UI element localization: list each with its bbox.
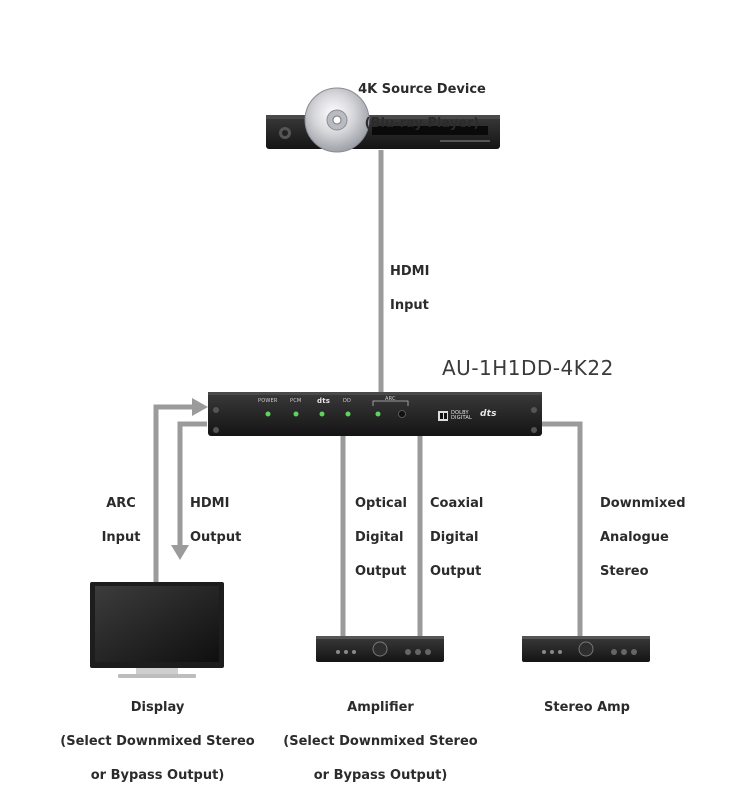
pcm-led — [293, 411, 299, 417]
hdmi-input-label: HDMI Input — [390, 246, 429, 331]
hdmi-output-label: HDMI Output — [190, 478, 241, 563]
dts-logo: dts — [480, 409, 497, 419]
cables — [153, 150, 583, 638]
disc-icon — [304, 87, 370, 153]
stereo-amp-device — [522, 636, 650, 662]
hdmi-output-line2: Output — [190, 530, 242, 545]
arc-input-label: ARC Input — [96, 478, 146, 563]
converter-device — [208, 392, 542, 436]
display-line2: (Select Downmixed Stereo — [60, 734, 255, 749]
arc-input-line2: Input — [101, 530, 141, 545]
optical-output-label: Optical Digital Output — [355, 478, 407, 597]
hdmi-input-line1: HDMI — [390, 264, 430, 279]
power-led — [265, 411, 271, 417]
stereo-amp-label: Stereo Amp — [530, 682, 644, 733]
coaxial-line3: Output — [430, 564, 482, 579]
analogue-cable — [542, 421, 583, 638]
source-device-label: 4K Source Device (Blu-ray Player) — [352, 64, 492, 149]
display-label: Display (Select Downmixed Stereo or Bypa… — [55, 682, 260, 801]
downmixed-line3: Stereo — [600, 564, 649, 579]
dts-led — [319, 411, 325, 417]
downmixed-stereo-label: Downmixed Analogue Stereo — [600, 478, 686, 597]
amplifier-line3: or Bypass Output) — [313, 768, 448, 783]
arc-input-line1: ARC — [106, 496, 136, 511]
optical-line1: Optical — [355, 496, 407, 511]
arc-input-cable — [153, 404, 192, 582]
display-line1: Display — [130, 700, 185, 715]
dolby-panel-label: DD — [343, 398, 352, 404]
source-subtitle: (Blu-ray Player) — [364, 116, 480, 131]
amplifier-label: Amplifier (Select Downmixed Stereo or By… — [278, 682, 483, 801]
dolby-digital-logo: DOLBY DIGITAL — [451, 410, 472, 421]
hdmi-arrow-head — [171, 545, 189, 560]
amplifier-device — [316, 636, 444, 662]
coaxial-line2: Digital — [430, 530, 479, 545]
hdmi-output-cable — [177, 421, 207, 546]
hdmi-output-line1: HDMI — [190, 496, 230, 511]
display-tv — [90, 582, 224, 678]
downmixed-line2: Analogue — [600, 530, 669, 545]
optical-line2: Digital — [355, 530, 404, 545]
dts-label: dts — [317, 397, 331, 405]
amplifier-line1: Amplifier — [347, 700, 414, 715]
pcm-label: PCM — [290, 398, 302, 404]
optical-line3: Output — [355, 564, 407, 579]
power-label: POWER — [258, 398, 278, 404]
amplifier-line2: (Select Downmixed Stereo — [283, 734, 478, 749]
dd-led — [345, 411, 351, 417]
display-line3: or Bypass Output) — [90, 768, 225, 783]
arc-button — [398, 410, 406, 418]
arc-led — [375, 411, 381, 417]
coaxial-line1: Coaxial — [430, 496, 484, 511]
model-name: AU-1H1DD-4K22 — [442, 356, 614, 380]
arc-arrow-head — [192, 398, 208, 416]
hdmi-input-line2: Input — [390, 298, 429, 313]
source-title: 4K Source Device — [358, 82, 486, 97]
downmixed-line1: Downmixed — [600, 496, 686, 511]
coaxial-output-label: Coaxial Digital Output — [430, 478, 483, 597]
arc-label: ARC — [385, 396, 396, 402]
stereo-amp-line1: Stereo Amp — [544, 700, 630, 715]
